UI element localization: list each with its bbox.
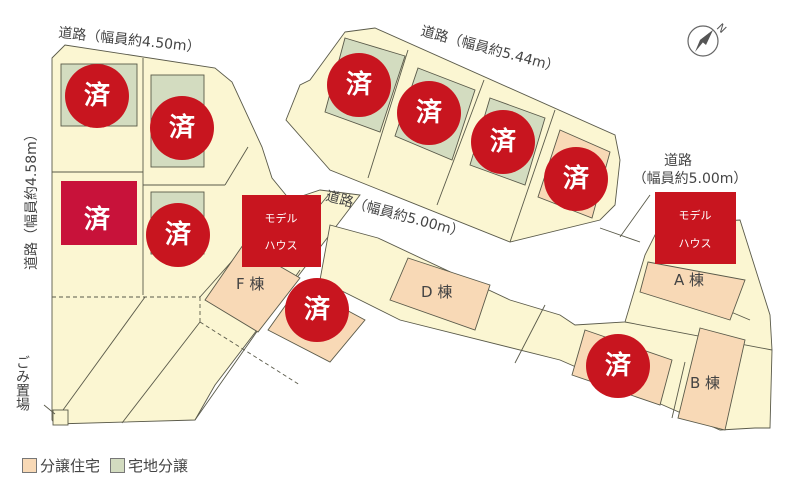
road-leader-line — [619, 194, 651, 238]
road-label-east-2: （幅員約5.00m） — [633, 171, 748, 187]
legend-item-land: 宅地分譲 — [110, 455, 188, 476]
sold-marker: 済 — [285, 278, 349, 342]
svg-text:済: 済 — [304, 294, 331, 325]
svg-text:済: 済 — [605, 350, 632, 381]
house-plot-a — [639, 261, 746, 321]
sold-marker: 済 — [544, 147, 608, 211]
sold-marker: 済 — [586, 334, 650, 398]
building-label-a: A 棟 — [674, 271, 704, 289]
model-house-right: モデル ハウス — [655, 192, 736, 264]
sold-marker: 済 — [65, 64, 129, 128]
legend-label-house: 分譲住宅 — [40, 457, 101, 475]
model-house-left: モデル ハウス — [242, 195, 321, 267]
building-label-d: D 棟 — [421, 283, 452, 301]
sold-plot-square — [61, 181, 137, 245]
sold-marker: 済 — [327, 53, 391, 117]
sold-marker: 済 — [84, 204, 111, 235]
svg-text:済: 済 — [563, 163, 590, 194]
svg-text:ハウス: ハウス — [679, 237, 712, 250]
svg-text:ごみ置場: ごみ置場 — [14, 355, 30, 411]
svg-text:済: 済 — [165, 219, 192, 250]
garbage-area-box — [52, 409, 69, 426]
svg-text:モデル: モデル — [679, 208, 712, 222]
svg-text:済: 済 — [169, 112, 196, 143]
sold-marker: 済 — [146, 203, 210, 267]
garbage-area-label: ごみ置場 — [14, 355, 30, 411]
sold-marker: 済 — [471, 110, 535, 174]
building-label-b: B 棟 — [690, 374, 720, 392]
svg-text:済: 済 — [84, 204, 111, 235]
svg-text:済: 済 — [346, 69, 373, 100]
legend-swatch-house — [22, 458, 37, 473]
sold-marker: 済 — [397, 81, 461, 145]
road-label-west: 道路（幅員約4.58m） — [24, 127, 40, 270]
house-plot-d — [389, 257, 491, 331]
road-width-dimension — [599, 227, 641, 243]
svg-text:モデル: モデル — [265, 211, 298, 225]
svg-text:済: 済 — [416, 97, 443, 128]
sold-markers: 済 済 済 済 済 済 済 済 済 済 — [65, 53, 650, 398]
compass-north-icon: N — [687, 21, 729, 57]
legend-item-house: 分譲住宅 — [22, 455, 100, 476]
house-plot-b — [677, 327, 746, 431]
legend-label-land: 宅地分譲 — [128, 457, 189, 475]
svg-text:済: 済 — [84, 80, 111, 111]
legend-swatch-land — [110, 458, 126, 473]
legend: 分譲住宅 宅地分譲 — [22, 455, 198, 476]
building-label-f: F 棟 — [236, 275, 264, 293]
road-label-east-1: 道路 — [664, 153, 692, 169]
svg-text:ハウス: ハウス — [265, 239, 298, 252]
sold-marker: 済 — [150, 96, 214, 160]
svg-text:済: 済 — [490, 126, 517, 157]
